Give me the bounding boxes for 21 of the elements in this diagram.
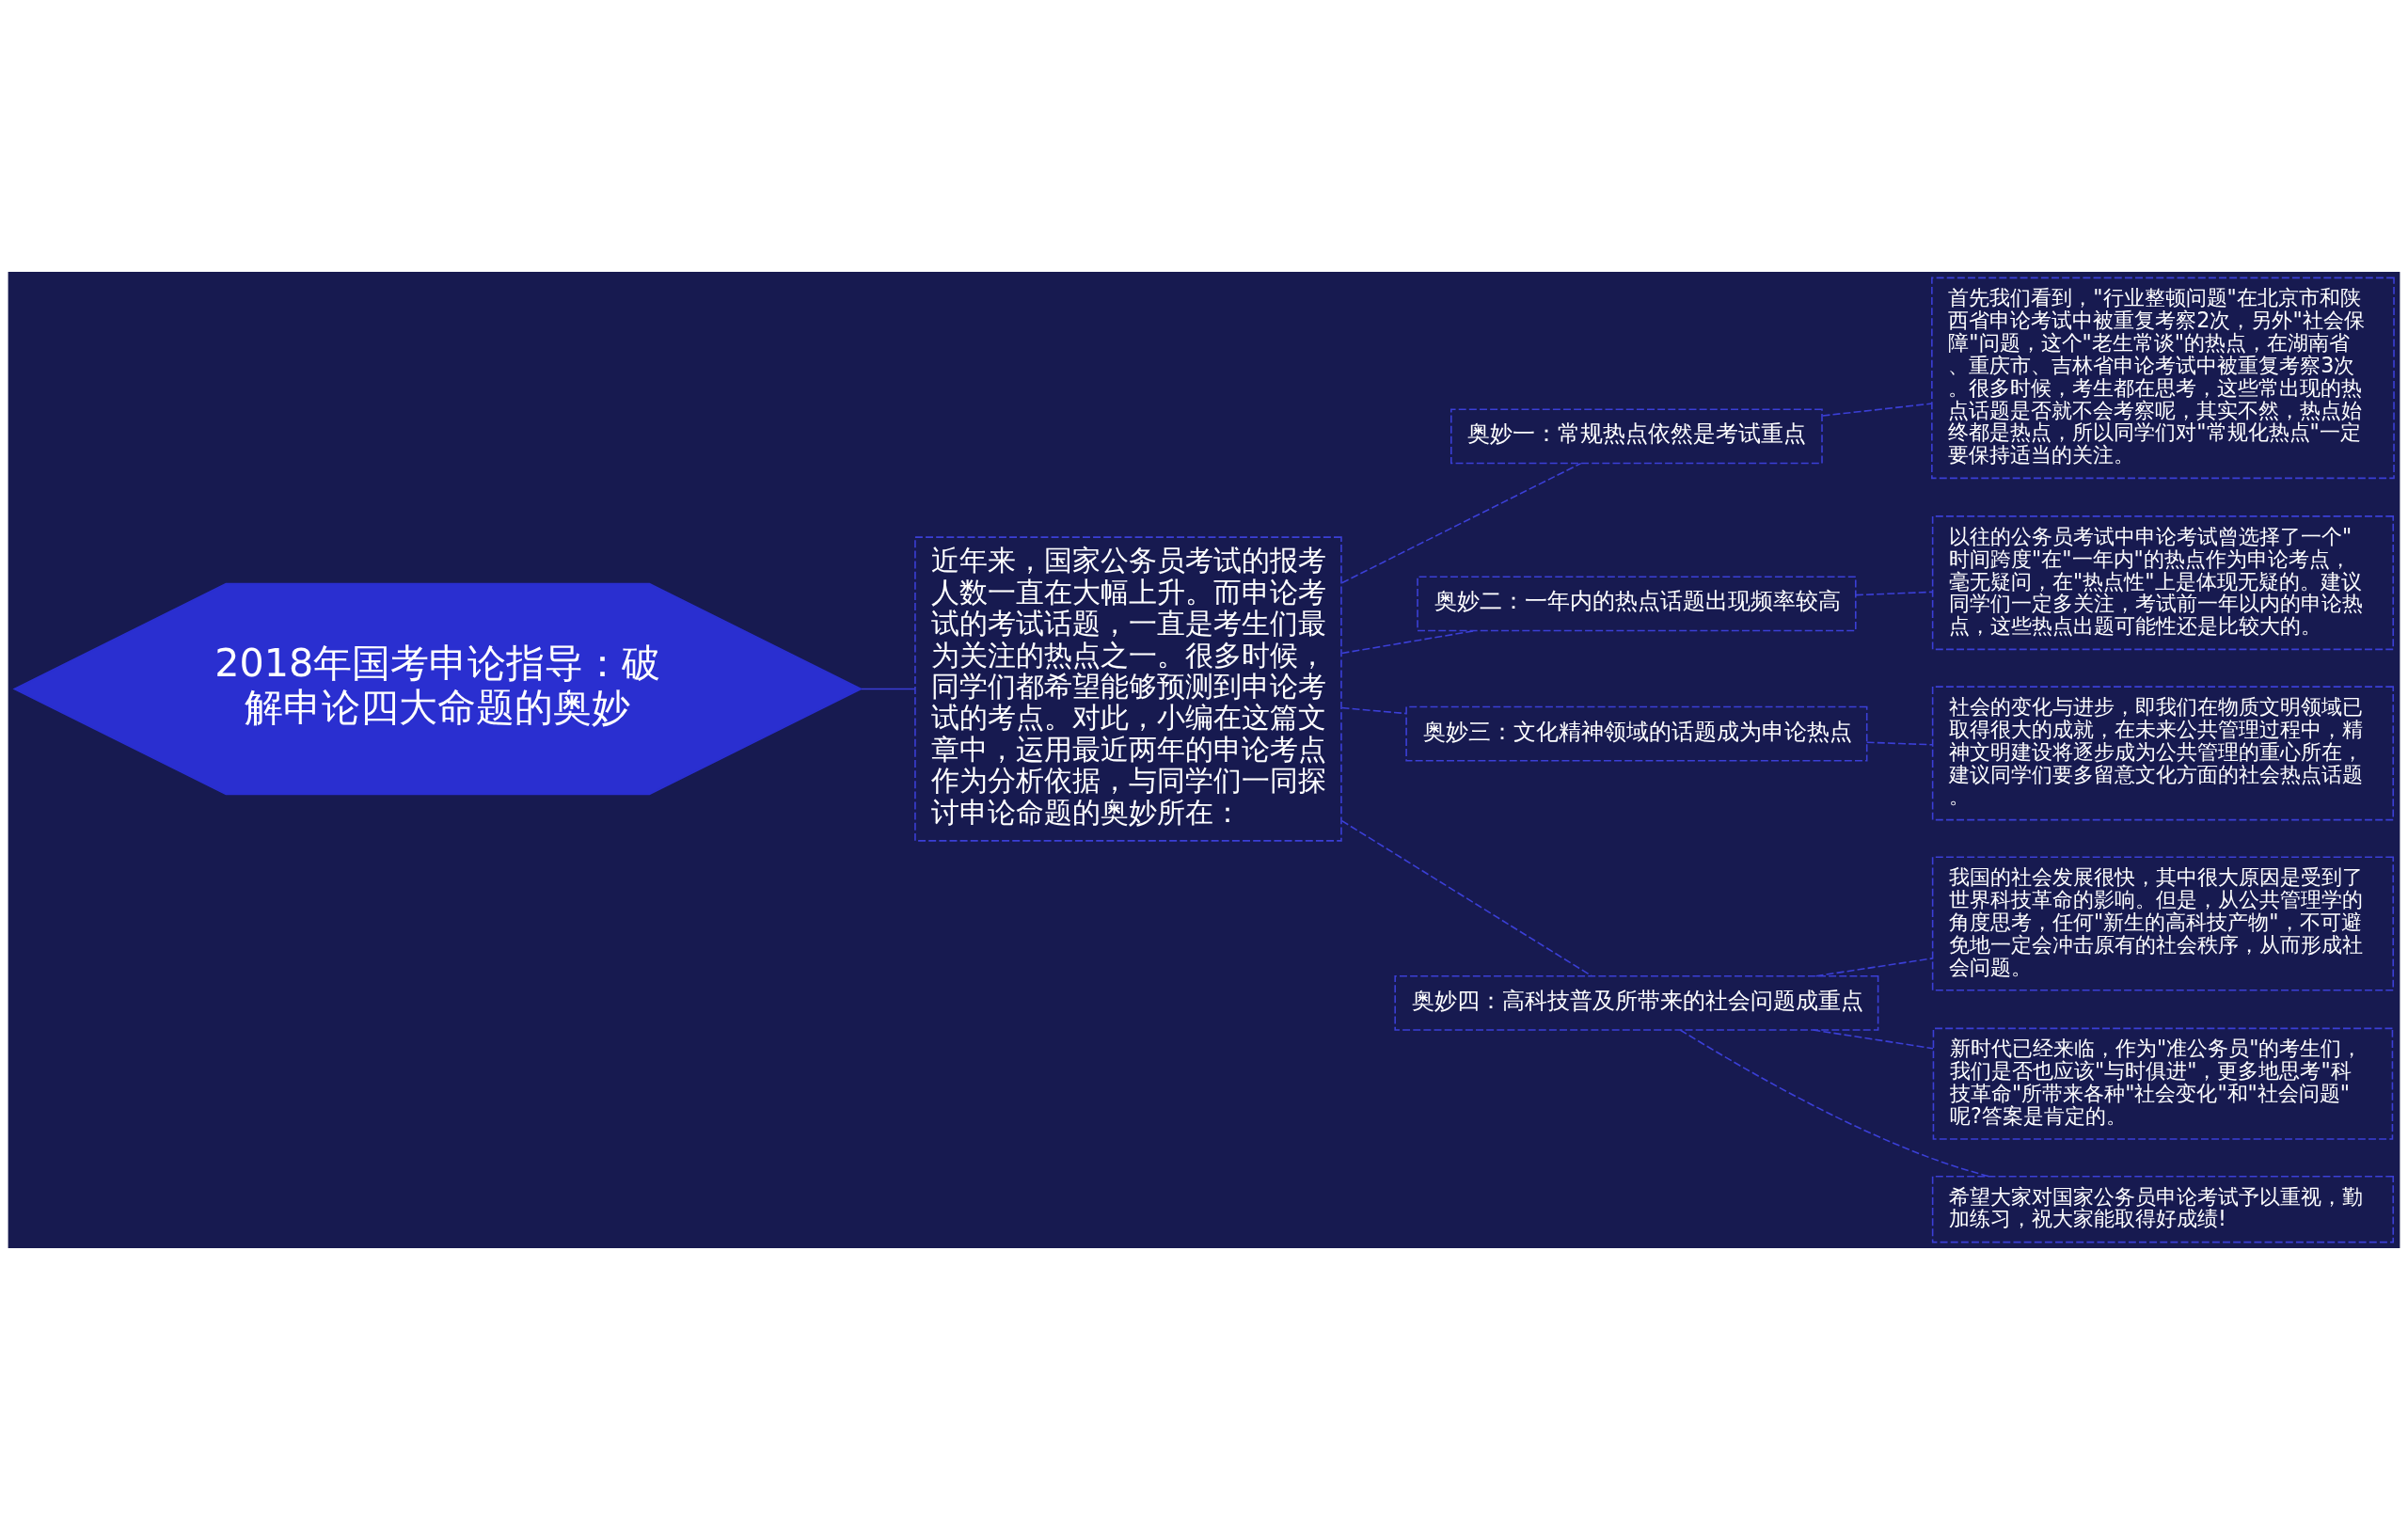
connector (1855, 591, 1934, 596)
node-box: 奥妙一：常规热点依然是考试重点 (1450, 408, 1823, 465)
connector (1814, 958, 1934, 977)
node-box: 我国的社会发展很快，其中很大原因是受到了世界科技革命的影响。但是，从公共管理学的角度思考，任何"新生的高科技产物"，不可避免地一定会冲击原有的社会秩序，从而形成社会问题。 (1931, 856, 2395, 991)
node-box: 希望大家对国家公务员申论考试予以重视，勤加练习，祝大家能取得好成绩! (1931, 1175, 2395, 1243)
connector (1812, 1029, 1934, 1050)
node-box: 社会的变化与进步，即我们在物质文明领域已取得很大的成就，在未来公共管理过程中，精神文明建设将逐步成为公共管理的重心所在，建议同学们要多留意文化方面的社会热点话题。 (1931, 686, 2395, 821)
node-box: 奥妙三：文化精神领域的话题成为申论热点 (1405, 705, 1868, 762)
node-box: 奥妙二：一年内的热点话题出现频率较高 (1417, 576, 1857, 632)
connector (1340, 819, 1592, 977)
node-box: 新时代已经来临，作为"准公务员"的考生们，我们是否也应该"与时俱进"，更多地思考"科技革命"所带来各种"社会变化"和"社会问题"呢?答案是肯定的。 (1932, 1027, 2394, 1140)
connector (1340, 706, 1407, 715)
connector (1679, 1029, 1990, 1178)
node-box: 近年来，国家公务员考试的报考人数一直在大幅上升。而申论考试的考试话题，一直是考生们最为关注的热点之一。很多时候，同学们都希望能够预测到申论考试的考点。对此，小编在这篇文章中，运用最近两年的申论考点作为分析依据，与同学们一同探讨申论命题的奥妙所在： (914, 536, 1342, 842)
node-box: 以往的公务员考试中申论考试曾选择了一个"时间跨度"在"一年内"的热点作为申论考点，毫无疑问，在"热点性"上是体现无疑的。建议同学们一定多关注，考试前一年以内的申论热点，这些热点出题可能性还是比较大的。 (1931, 515, 2395, 651)
connector (1865, 741, 1934, 746)
node-box: 奥妙四：高科技普及所带来的社会问题成重点 (1394, 974, 1879, 1031)
connector (1340, 462, 1582, 584)
connector (861, 688, 916, 690)
connector (1821, 403, 1933, 417)
node-box: 首先我们看到，"行业整顿问题"在北京市和陕西省申论考试中被重复考察2次，另外"社会保障"问题，这个"老生常谈"的热点，在湖南省、重庆市、吉林省申论考试中被重复考察3次。很多时候，考生都在思考，这些常出现的热点话题是否就不会考察呢，其实不然，热点始终都是热点，所以同学们对"常规化热点"一定要保持适当的关注。 (1931, 277, 2395, 480)
